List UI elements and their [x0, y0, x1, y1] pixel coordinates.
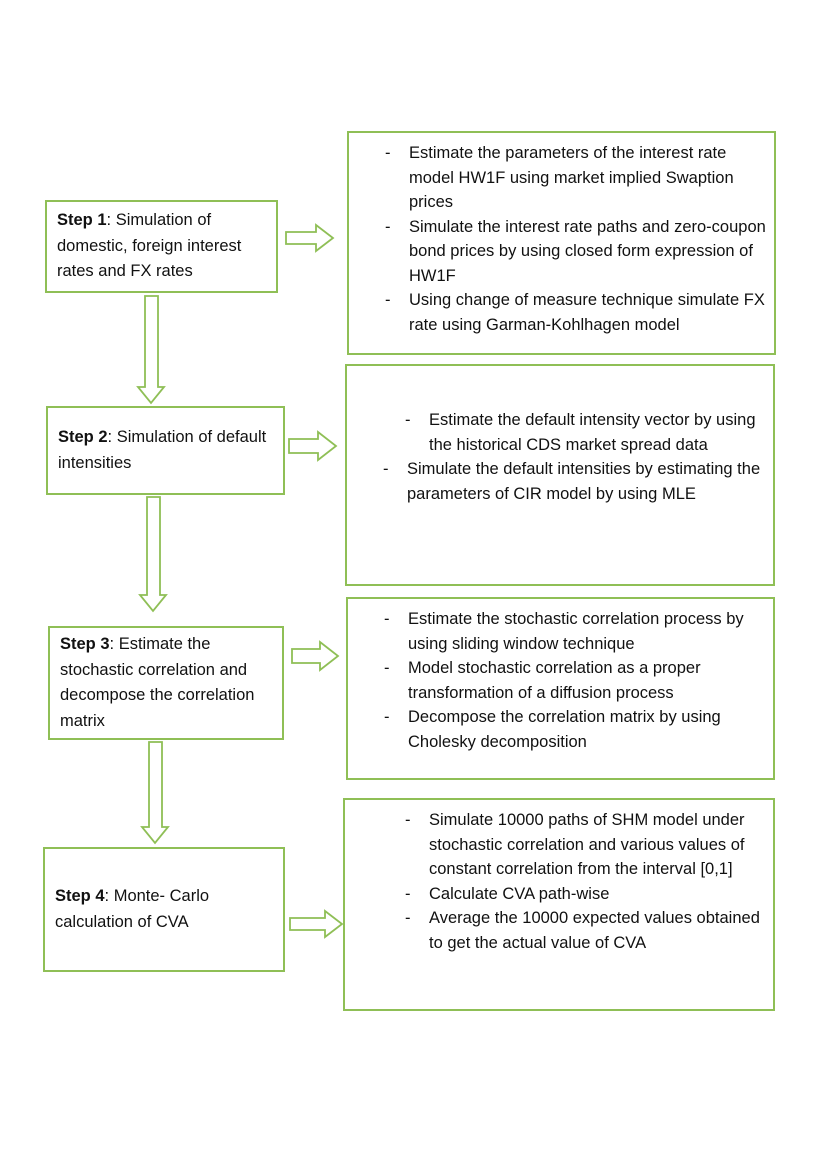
step-2-text: Step 2: Simulation of default intensitie… — [58, 425, 273, 476]
arrow-step4-right — [289, 909, 344, 939]
step-1-bullet: -Estimate the parameters of the interest… — [349, 141, 771, 215]
step-1-label: Step 1 — [57, 211, 107, 230]
step-4-label: Step 4 — [55, 887, 105, 905]
step-1-details-box: -Estimate the parameters of the interest… — [347, 131, 776, 355]
arrow-step3-right — [291, 640, 340, 672]
bullet-dash: - — [385, 144, 391, 162]
step-4-text: Step 4: Monte- Carlo calculation of CVA — [55, 884, 273, 935]
arrow-step1-right — [285, 223, 335, 253]
step-4-description: : Monte- Carlo calculation of CVA — [55, 887, 210, 931]
step-1-text: Step 1: Simulation of domestic, foreign … — [57, 208, 266, 285]
bullet-dash: - — [385, 291, 391, 309]
arrow-step2-right — [288, 430, 338, 462]
step-1-box: Step 1: Simulation of domestic, foreign … — [45, 200, 278, 293]
step-1-bullet: -Simulate the interest rate paths and ze… — [349, 215, 771, 289]
step-2-label: Step 2 — [58, 428, 108, 446]
step-1-description: : Simulation of domestic, foreign intere… — [57, 211, 242, 281]
step-3-label: Step 3 — [60, 635, 110, 653]
step-3-box: Step 3: Estimate the stochastic correlat… — [48, 626, 284, 740]
step-4-bullet: -Simulate 10000 paths of SHM model under… — [345, 808, 763, 882]
step-1-bullet: -Using change of measure technique simul… — [349, 288, 771, 337]
bullet-dash: - — [405, 909, 411, 927]
arrow-step3-down — [140, 741, 170, 845]
step-3-details-box: -Estimate the stochastic correlation pro… — [346, 597, 775, 780]
bullet-dash: - — [384, 659, 390, 677]
bullet-dash: - — [405, 884, 411, 903]
arrow-step1-down — [136, 295, 166, 405]
bullet-dash: - — [405, 411, 411, 429]
bullet-dash: - — [405, 811, 411, 829]
bullet-dash: - — [384, 610, 390, 628]
step-3-text: Step 3: Estimate the stochastic correlat… — [60, 632, 272, 734]
step-2-box: Step 2: Simulation of default intensitie… — [46, 406, 285, 495]
step-2-description: : Simulation of default intensities — [58, 428, 267, 472]
step-3-description: : Estimate the stochastic correlation an… — [60, 635, 255, 730]
bullet-dash: - — [385, 217, 391, 236]
step-2-details-box: -Estimate the default intensity vector b… — [345, 364, 775, 586]
step-2-bullet: -Simulate the default intensities by est… — [347, 457, 767, 506]
step-3-bullet: -Model stochastic correlation as a prope… — [348, 656, 768, 705]
step-2-bullet: -Estimate the default intensity vector b… — [347, 408, 767, 457]
bullet-dash: - — [384, 708, 390, 726]
step-3-bullet: -Estimate the stochastic correlation pro… — [348, 607, 768, 656]
step-4-box: Step 4: Monte- Carlo calculation of CVA — [43, 847, 285, 972]
bullet-dash: - — [383, 460, 389, 478]
step-4-details-box: -Simulate 10000 paths of SHM model under… — [343, 798, 775, 1011]
step-4-bullet: -Calculate CVA path-wise — [345, 882, 763, 907]
arrow-step2-down — [138, 496, 168, 613]
step-3-bullet: -Decompose the correlation matrix by usi… — [348, 705, 768, 754]
step-4-bullet: -Average the 10000 expected values obtai… — [345, 906, 763, 955]
